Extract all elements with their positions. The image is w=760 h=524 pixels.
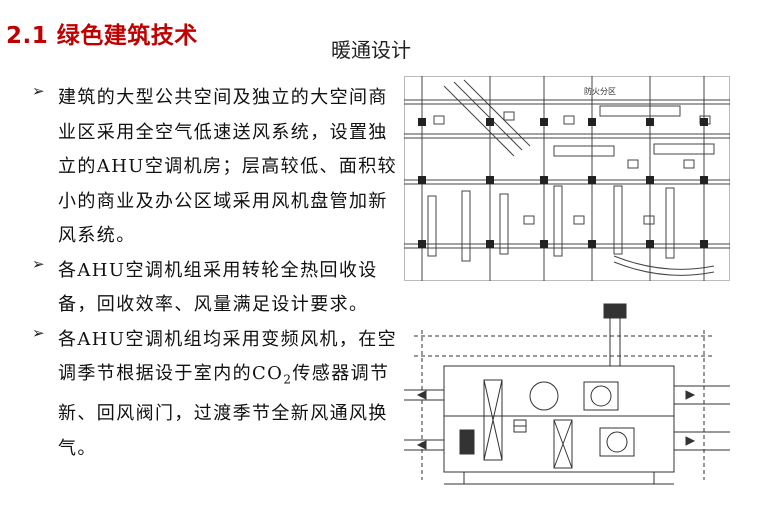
bullet-item-1: ➢ 建筑的大型公共空间及独立的大空间商业区采用全空气低速送风系统，设置独立的AH… [30, 81, 400, 254]
slide-title: 2.1 绿色建筑技术 [6, 23, 198, 49]
bullet-text: 建筑的大型公共空间及独立的大空间商业区采用全空气低速送风系统，设置独立的AHU空… [58, 87, 398, 246]
arrow-bullet-icon: ➢ [32, 323, 45, 342]
arrow-bullet-icon: ➢ [32, 254, 45, 273]
arrow-bullet-icon: ➢ [32, 82, 45, 100]
ahu-schematic-image [404, 300, 730, 496]
hvac-floor-plan-image: 防火分区 [404, 76, 730, 281]
slide-subtitle: 暖通设计 [331, 38, 411, 62]
floor-plan-label: 防火分区 [584, 86, 616, 96]
bullet-text: 各AHU空调机组均采用变频风机，在空调季节根据设于室内的CO2传感器调节新、回风… [58, 328, 398, 459]
bullet-item-3: ➢ 各AHU空调机组均采用变频风机，在空调季节根据设于室内的CO2传感器调节新、… [30, 323, 400, 467]
bullet-list: ➢ 建筑的大型公共空间及独立的大空间商业区采用全空气低速送风系统，设置独立的AH… [30, 81, 400, 466]
bullet-item-2: ➢ 各AHU空调机组采用转轮全热回收设备，回收效率、风量满足设计要求。 [30, 254, 400, 323]
bullet-text: 各AHU空调机组采用转轮全热回收设备，回收效率、风量满足设计要求。 [58, 259, 378, 316]
